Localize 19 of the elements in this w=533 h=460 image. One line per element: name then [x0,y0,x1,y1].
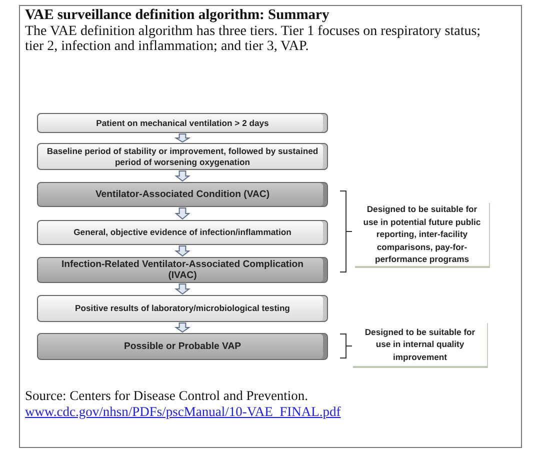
outcome-box: Possible or Probable VAP [37,333,328,360]
description-text: The VAE definition algorithm has three tiers. Tier 1 focuses on respiratory status; tier 2, infection and inflammation; and tier 3, VAP. [25,24,482,55]
arrow [174,284,190,295]
title: VAE surveillance definition algorithm: Summary [25,7,330,24]
arrow [174,170,190,182]
source-text: Source: Centers for Disease Control and Prevention. [25,389,310,404]
arrow [174,246,190,257]
process-box: General, objective evidence of infection/inflammation [37,220,328,245]
note-box: Designed to be suitable for use in potential future public reporting, inter-facility comparisons, pay-for-performance programs [355,203,490,268]
arrow [174,208,190,220]
arrow [174,134,191,143]
outcome-box: Infection-Related Ventilator-Associated Complication (IVAC) [37,257,328,283]
process-box: Positive results of laboratory/microbiological testing [37,295,328,322]
outcome-box: Ventilator-Associated Condition (VAC) [37,182,328,207]
source-link: www.cdc.gov/nhsn/PDFs/pscManual/10-VAE_FINAL.pdf [25,405,341,420]
arrow [174,322,191,333]
process-box: Patient on mechanical ventilation > 2 days [37,113,328,133]
note-box: Designed to be suitable for use in internal quality improvement [353,323,488,368]
process-box: Baseline period of stability or improvement, followed by sustained period of worsening oxygenation [37,143,328,170]
